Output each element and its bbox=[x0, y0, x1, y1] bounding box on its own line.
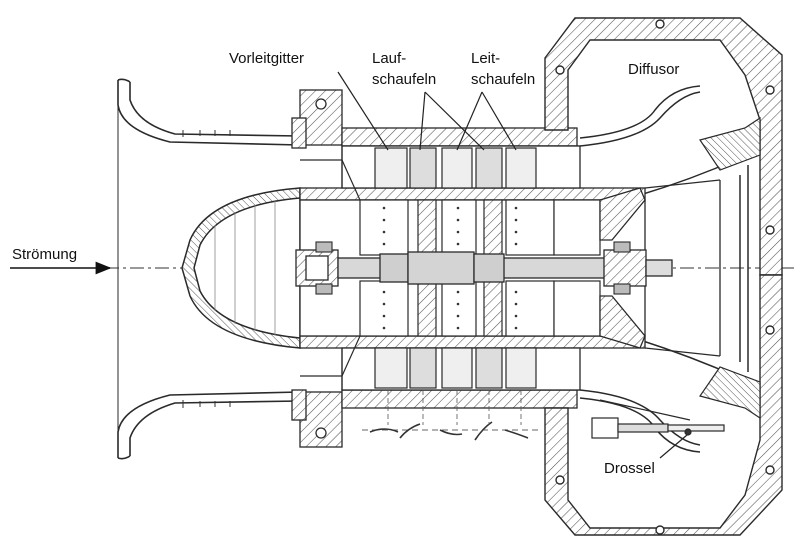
label-stroemung: Strömung bbox=[12, 246, 78, 263]
hub-nose-cone bbox=[181, 187, 301, 349]
inlet-struts bbox=[300, 146, 361, 390]
throttle-mechanism bbox=[591, 399, 725, 439]
label-leitschaufeln-line1: Leit- bbox=[471, 50, 501, 67]
shaft bbox=[295, 249, 673, 287]
diffusor-housing bbox=[544, 17, 783, 536]
bearings bbox=[315, 241, 631, 295]
label-drossel: Drossel bbox=[604, 460, 655, 477]
blade-rows bbox=[374, 147, 537, 389]
leader-lines bbox=[337, 71, 688, 459]
label-laufschaufeln-line1: Lauf- bbox=[372, 50, 407, 67]
label-diffusor: Diffusor bbox=[628, 61, 680, 78]
outer-casing bbox=[341, 127, 580, 409]
rear-support bbox=[599, 179, 721, 357]
diffusor-wall-hatch bbox=[699, 116, 761, 420]
diffusor-flowpath bbox=[579, 85, 761, 453]
inlet-measurement-taps bbox=[182, 130, 231, 408]
measurement-dots bbox=[382, 206, 518, 330]
inlet-nozzle bbox=[117, 78, 301, 460]
label-vorleitgitter: Vorleitgitter bbox=[229, 50, 305, 67]
section-guide-lines bbox=[387, 390, 522, 425]
label-leitschaufeln-line2: schaufeln bbox=[471, 71, 536, 88]
casing-flanges bbox=[291, 89, 343, 448]
label-laufschaufeln-line2: schaufeln bbox=[372, 71, 437, 88]
blade-cascade-sketch bbox=[362, 421, 540, 441]
